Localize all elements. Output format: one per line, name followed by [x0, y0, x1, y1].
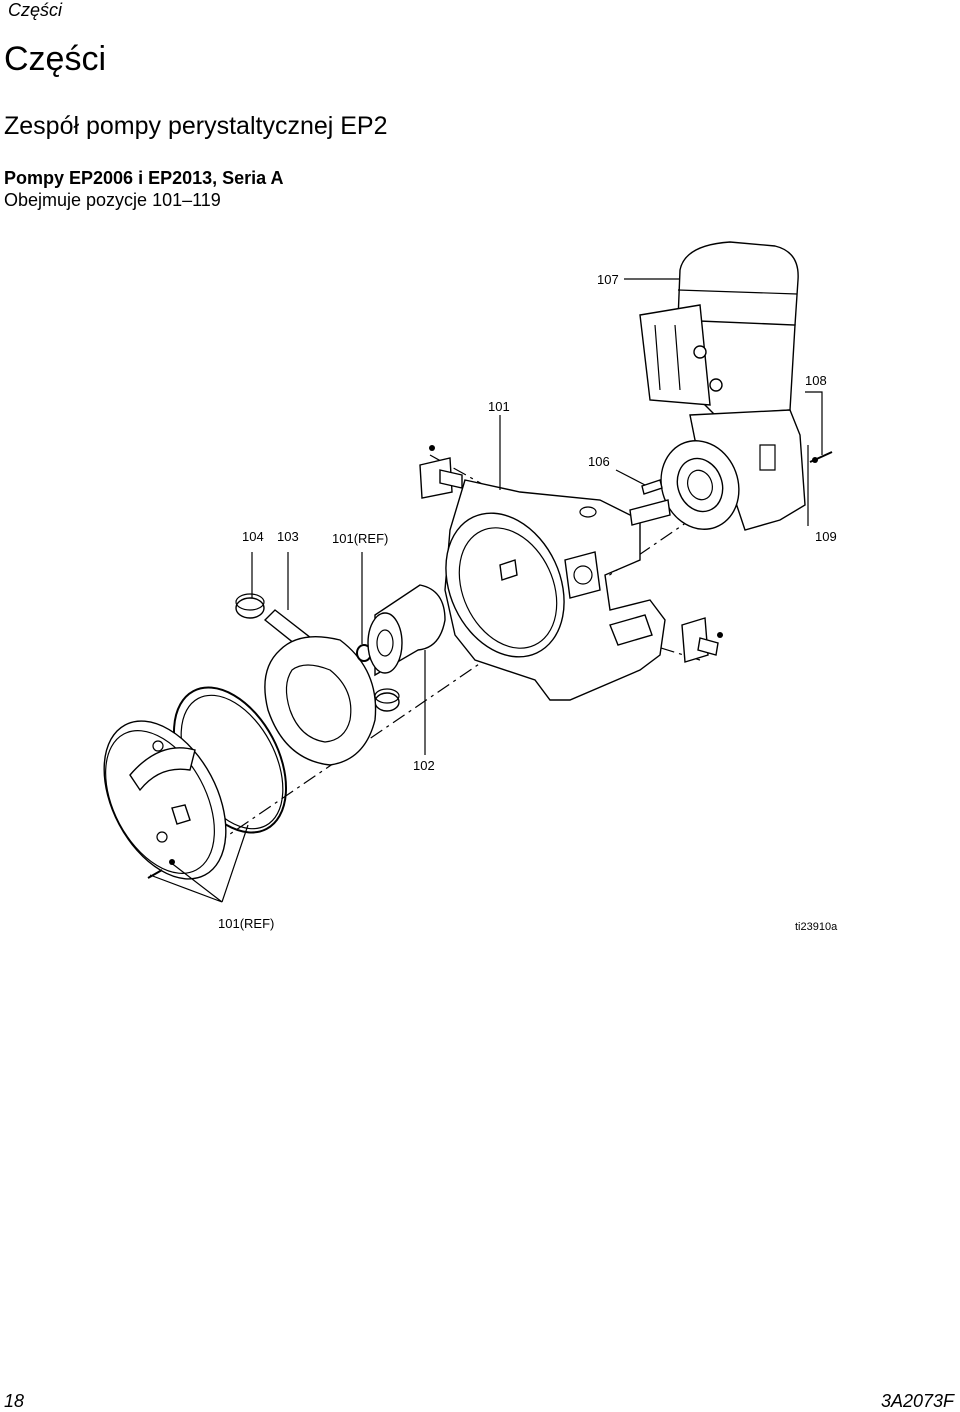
cover-screws	[147, 859, 175, 879]
mounting-bracket-right	[681, 617, 723, 663]
pump-cover-plate	[103, 720, 227, 880]
leader-101ref-bottom	[149, 824, 249, 903]
flange-plate	[660, 440, 740, 530]
running-header: Części	[8, 0, 63, 20]
pump-model-subtitle: Pompy EP2006 i EP2013, Seria A	[4, 168, 284, 188]
callout-101: 101	[488, 399, 510, 414]
figure-id: ti23910a	[795, 921, 838, 933]
roller-102	[367, 584, 446, 677]
motor-107	[639, 241, 806, 531]
nut-104b	[374, 688, 400, 712]
leader-106	[615, 469, 646, 486]
screw-108	[809, 451, 833, 463]
exploded-view-svg: 107 108 101 106 104 103 101(REF) 109 102…	[103, 241, 838, 933]
callout-103: 103	[277, 529, 299, 544]
callout-106: 106	[588, 454, 610, 469]
page-number: 18	[4, 1391, 25, 1411]
callout-104: 104	[242, 529, 264, 544]
exploded-parts-drawing: 107 108 101 106 104 103 101(REF) 109 102…	[0, 230, 960, 940]
nut-104	[235, 593, 265, 619]
hose-103	[263, 609, 377, 766]
callout-107: 107	[597, 272, 619, 287]
document-number: 3A2073F	[880, 1391, 954, 1411]
key-106	[641, 479, 663, 495]
included-items-note: Obejmuje pozycje 101–119	[4, 190, 221, 210]
callout-108: 108	[805, 373, 827, 388]
section-title: Zespół pompy perystaltycznej EP2	[4, 112, 388, 140]
leader-108	[805, 391, 823, 455]
callout-102: 102	[413, 758, 435, 773]
pump-housing-101	[444, 479, 671, 701]
callout-109: 109	[815, 529, 837, 544]
callout-101ref-bottom: 101(REF)	[218, 916, 274, 931]
callout-101ref-top: 101(REF)	[332, 531, 388, 546]
mounting-bracket-left	[419, 445, 463, 499]
page-title: Części	[4, 40, 107, 78]
